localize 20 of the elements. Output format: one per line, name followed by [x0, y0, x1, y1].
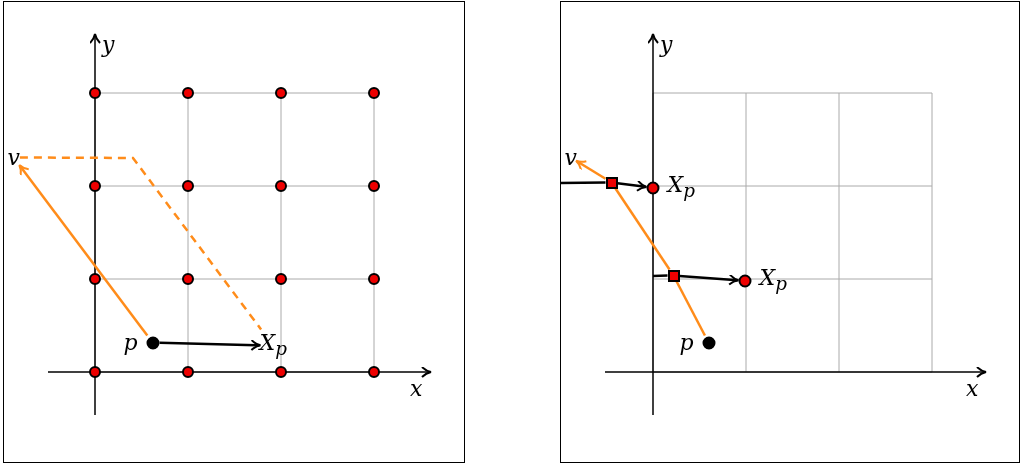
point-label: v — [564, 144, 577, 171]
point-label: v — [7, 144, 20, 171]
square-marker — [667, 269, 680, 282]
axis-label: x — [410, 376, 423, 402]
line-segment — [614, 187, 671, 271]
square-marker — [605, 176, 618, 189]
point-label: p — [679, 329, 694, 356]
axis-label: x — [966, 376, 979, 402]
line-segment — [675, 280, 706, 337]
point-label: p — [123, 329, 138, 356]
panel-frame — [560, 1, 1020, 463]
axis-label: y — [660, 32, 673, 58]
point-label: X$_{p}$ — [259, 329, 287, 361]
line-segment — [19, 156, 263, 331]
point-label: X$_{p}$ — [667, 171, 695, 203]
line-segment — [560, 181, 606, 185]
panel-frame — [3, 1, 465, 463]
line-segment — [652, 274, 668, 278]
axis-label: y — [102, 32, 115, 58]
point-label: X$_{p}$ — [759, 264, 787, 296]
